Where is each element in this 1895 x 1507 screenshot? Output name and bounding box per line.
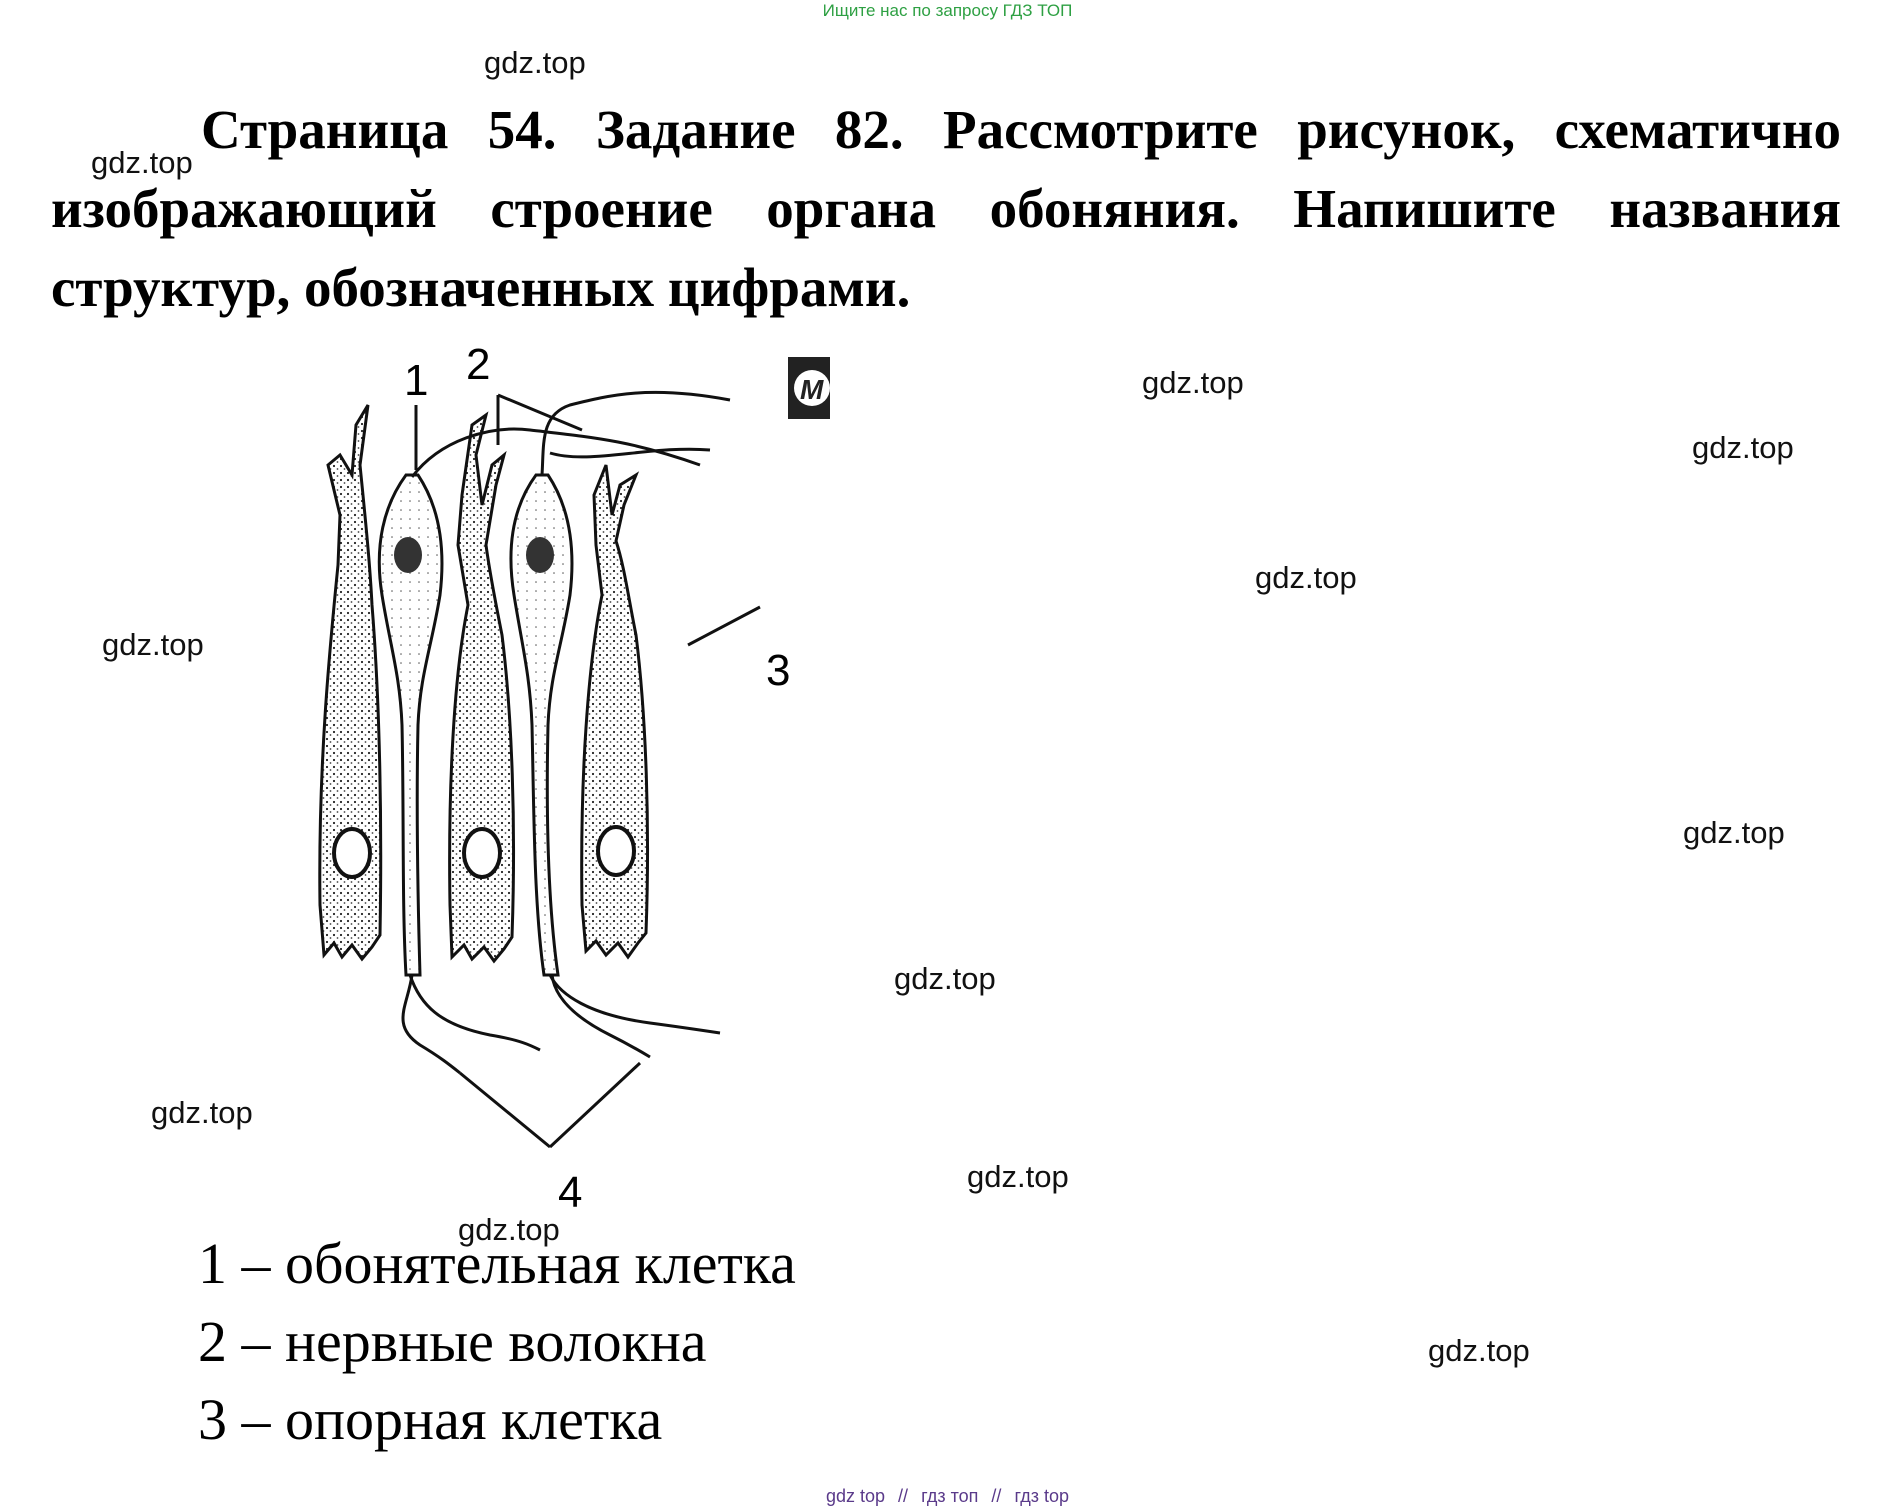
- olfactory-organ-figure: 1 2 3 4 М: [318, 345, 830, 1215]
- answers-list: 1 – обонятельная клетка 2 – нервные воло…: [198, 1225, 796, 1459]
- watermark: gdz.top: [1255, 560, 1357, 595]
- footer-link[interactable]: гдз top: [1014, 1486, 1069, 1506]
- footer-separator: //: [991, 1486, 1002, 1506]
- watermark: gdz.top: [1142, 365, 1244, 400]
- figure-label-1: 1: [404, 356, 428, 405]
- watermark: gdz.top: [102, 627, 204, 662]
- watermark: gdz.top: [484, 45, 586, 80]
- nerve-fibers-bottom: [401, 974, 721, 1075]
- watermark: gdz.top: [151, 1095, 253, 1130]
- figure-label-3: 3: [766, 646, 790, 695]
- supporting-cell: [448, 411, 516, 964]
- leader-lines: [414, 393, 761, 1149]
- watermark: gdz.top: [1683, 815, 1785, 850]
- footer-links: gdz top // гдз топ // гдз top: [0, 1486, 1895, 1507]
- watermark: gdz.top: [458, 1212, 560, 1247]
- watermark: gdz.top: [1692, 430, 1794, 465]
- watermark: gdz.top: [1428, 1333, 1530, 1368]
- search-hint: Ищите нас по запросу ГДЗ ТОП: [822, 1, 1073, 20]
- answer-item: 1 – обонятельная клетка: [198, 1231, 796, 1296]
- footer-separator: //: [898, 1486, 909, 1506]
- footer-link[interactable]: gdz top: [825, 1486, 886, 1506]
- answer-item: 3 – опорная клетка: [198, 1387, 663, 1452]
- nerve-fibers-top: [410, 390, 731, 478]
- olfactory-cell: [377, 473, 444, 977]
- watermark: gdz.top: [91, 145, 193, 180]
- answer-item: 2 – нервные волокна: [198, 1309, 707, 1374]
- olfactory-cell: [509, 473, 574, 977]
- supporting-cell: [580, 464, 650, 960]
- publisher-logo: М: [788, 357, 830, 419]
- svg-text:М: М: [800, 374, 824, 405]
- watermark: gdz.top: [967, 1159, 1069, 1194]
- task-text: Страница 54. Задание 82. Рассмотрите рис…: [51, 99, 1841, 318]
- supporting-cell: [318, 404, 383, 962]
- figure-label-2: 2: [466, 345, 490, 389]
- figure-label-4: 4: [558, 1168, 582, 1215]
- watermark: gdz.top: [894, 961, 996, 996]
- footer-link[interactable]: гдз топ: [921, 1486, 979, 1506]
